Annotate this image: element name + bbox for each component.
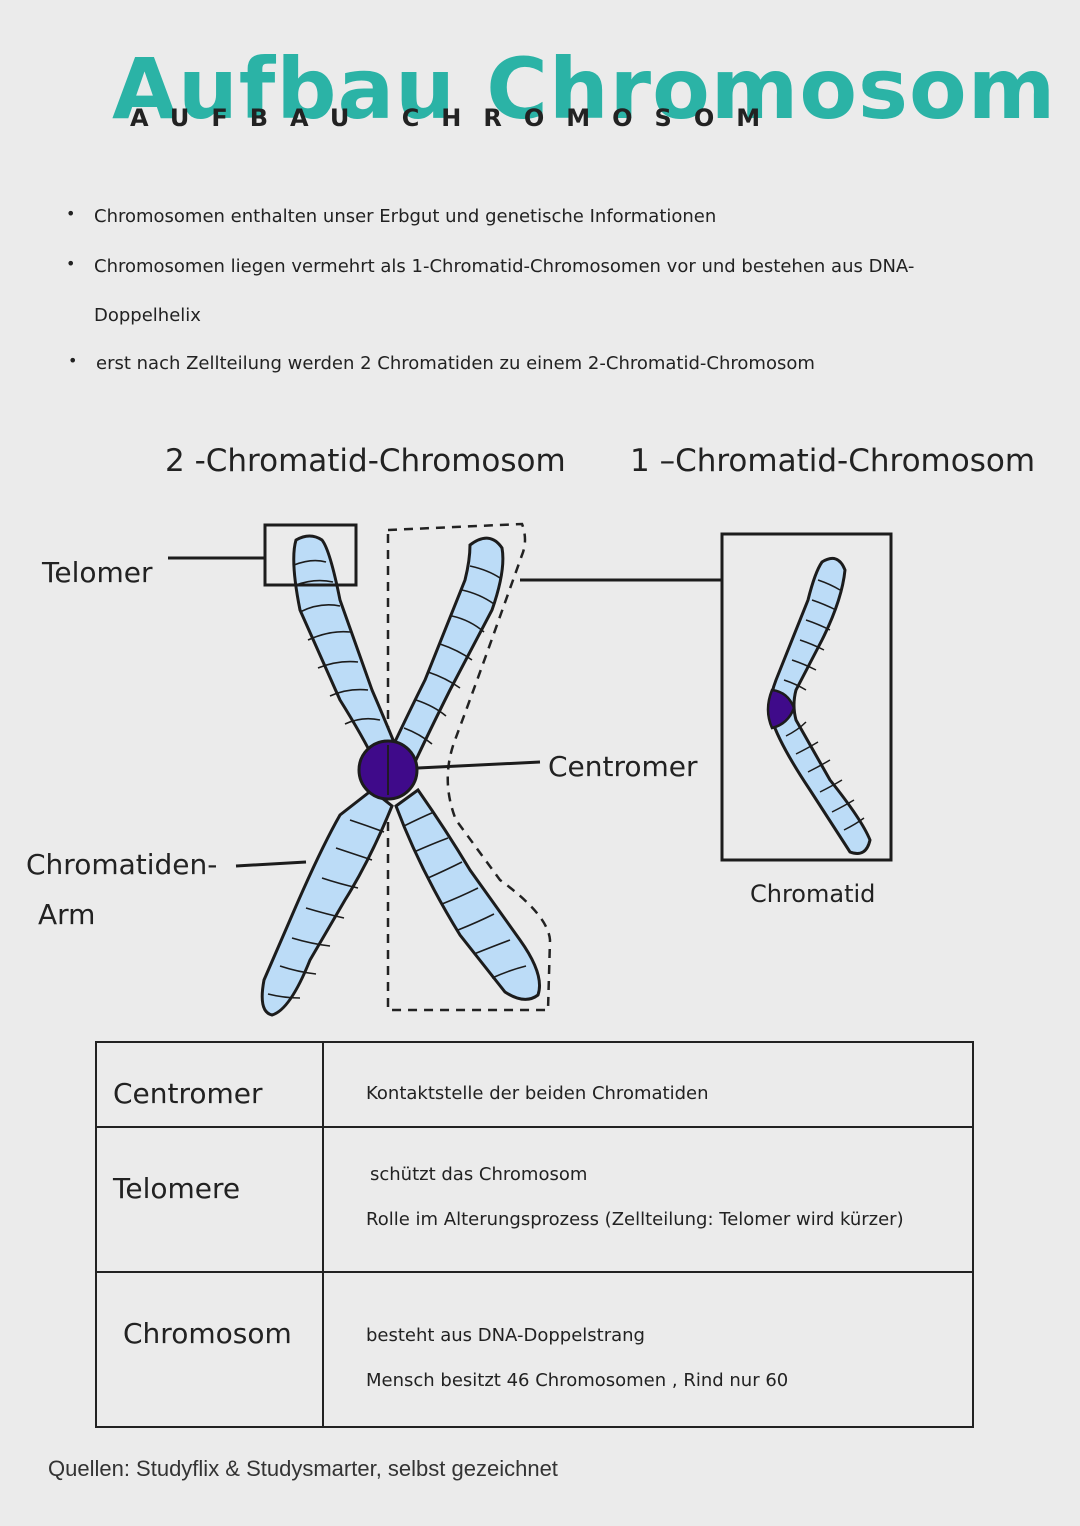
table-row: Centromer Kontaktstelle der beiden Chrom… — [95, 1041, 974, 1128]
table-row: Chromosom besteht aus DNA-Doppelstrang M… — [95, 1271, 974, 1428]
single-chromatid-box — [720, 532, 893, 862]
bullet-text: Chromosomen liegen vermehrt als 1-Chroma… — [94, 256, 915, 277]
term-cell: Centromer — [95, 1041, 324, 1128]
description-line: besteht aus DNA-Doppelstrang — [366, 1325, 645, 1346]
page-title: Aufbau Chromosom — [112, 40, 1057, 138]
bullet-dot: • — [68, 351, 78, 370]
definitions-table: Centromer Kontaktstelle der beiden Chrom… — [95, 1041, 974, 1428]
telomer-box — [263, 523, 358, 587]
description-line: Mensch besitzt 46 Chromosomen , Rind nur… — [366, 1370, 789, 1391]
table-row: Telomere schützt das Chromosom Rolle im … — [95, 1126, 974, 1273]
title-letters: AUFBAU CHROMOSOM — [130, 104, 783, 132]
term-cell: Telomere — [95, 1126, 324, 1273]
description-line: Rolle im Alterungsprozess (Zellteilung: … — [366, 1209, 904, 1230]
description-cell: besteht aus DNA-Doppelstrang Mensch besi… — [322, 1271, 974, 1428]
description-cell: Kontaktstelle der beiden Chromatiden — [322, 1041, 974, 1128]
bullet-dot: • — [66, 204, 76, 223]
description-cell: schützt das Chromosom Rolle im Alterungs… — [322, 1126, 974, 1273]
single-centromere-icon — [766, 688, 796, 730]
term-cell: Chromosom — [95, 1271, 324, 1428]
chromosome-diagram — [168, 522, 893, 1017]
bullet-item: • erst nach Zellteilung werden 2 Chromat… — [68, 351, 815, 374]
bullet-text: Chromosomen enthalten unser Erbgut und g… — [94, 206, 717, 227]
bullet-continuation: Doppelhelix — [94, 305, 201, 326]
description-line: schützt das Chromosom — [370, 1164, 588, 1185]
single-chromatid — [766, 556, 872, 855]
bullet-item: • Chromosomen liegen vermehrt als 1-Chro… — [66, 254, 915, 277]
bullet-dot: • — [66, 254, 76, 273]
bullet-item: • Chromosomen enthalten unser Erbgut und… — [66, 204, 717, 227]
label-chromatid-arm-line2: Arm — [38, 898, 96, 931]
dashed-chromatid-outline — [386, 522, 552, 1012]
label-telomer: Telomer — [42, 556, 153, 589]
upper-left-arm — [292, 534, 400, 771]
arm-pointer — [235, 860, 307, 868]
centromer-pointer — [417, 760, 541, 770]
label-chromatid-arm-line1: Chromatiden- — [26, 848, 218, 881]
description-line: Kontaktstelle der beiden Chromatiden — [366, 1083, 709, 1104]
bullet-text: erst nach Zellteilung werden 2 Chromatid… — [96, 353, 815, 374]
lower-left-arm — [260, 788, 394, 1017]
heading-two-chromatid: 2 -Chromatid-Chromosom — [165, 443, 566, 479]
label-centromer: Centromer — [548, 750, 698, 783]
label-chromatid: Chromatid — [750, 880, 876, 908]
source-note: Quellen: Studyflix & Studysmarter, selbs… — [48, 1456, 558, 1481]
lower-right-arm — [394, 787, 541, 1001]
upper-right-arm — [390, 536, 505, 765]
heading-one-chromatid: 1 –Chromatid-Chromosom — [630, 443, 1036, 479]
